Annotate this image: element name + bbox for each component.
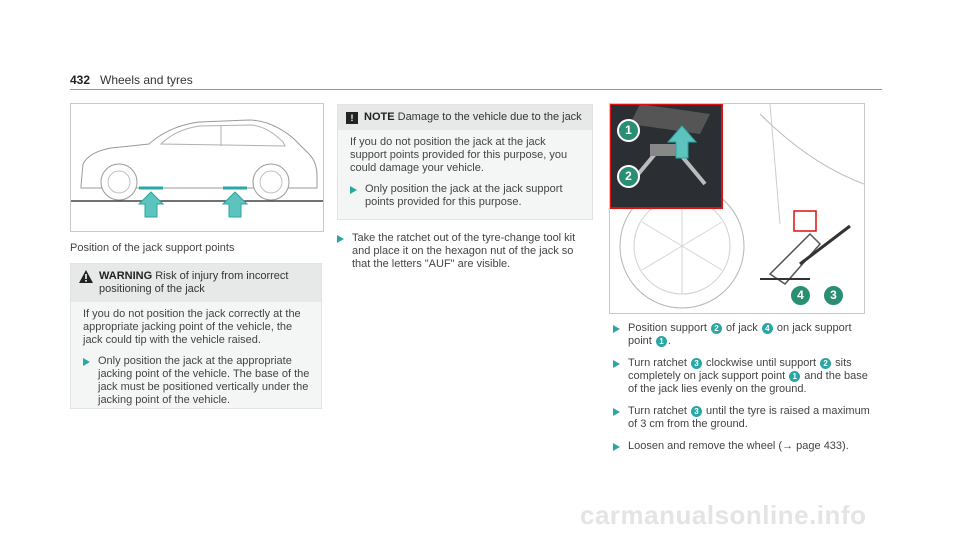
note-title: Damage to the vehicle due to the jack: [397, 111, 582, 123]
watermark: carmanualsonline.info: [580, 500, 867, 530]
callout-ref: 4: [761, 322, 773, 334]
callout-ref: 3: [690, 357, 702, 369]
step-raise-tyre: Turn ratchet 3 until the tyre is raised …: [613, 405, 873, 431]
step-text: of jack: [722, 322, 761, 334]
step-text: Loosen and remove the wheel (: [628, 440, 783, 452]
callout-2: 2: [617, 165, 640, 188]
page-number: 432: [70, 73, 91, 87]
step-text: sits completely on jack support point: [628, 357, 852, 382]
callout-4: 4: [789, 284, 812, 307]
warning-icon: [79, 270, 93, 283]
step-text: .: [667, 335, 671, 347]
warning-header: WARNING Risk of injury from incorrect po…: [71, 264, 321, 302]
callout-ref: 1: [789, 370, 801, 382]
note-step-text: Only position the jack at the jack suppo…: [365, 183, 563, 208]
note-box: ! NOTE Damage to the vehicle due to the …: [337, 104, 593, 220]
step-text: Position support: [628, 322, 710, 334]
jack-illustration: [610, 104, 864, 313]
step-arrow-icon: [613, 325, 620, 333]
callout-ref: 2: [820, 357, 832, 369]
callout-1: 1: [617, 119, 640, 142]
callout-3: 3: [822, 284, 845, 307]
header-rule: [70, 89, 882, 90]
step-text: until the tyre is raised a maximum of 3 …: [628, 405, 870, 430]
step-remove-wheel: Loosen and remove the wheel (→ page 433)…: [613, 440, 873, 453]
warning-title: Risk of injury from incorrect positionin…: [99, 270, 289, 295]
warning-body: If you do not position the jack correctl…: [83, 308, 301, 346]
step-arrow-icon: [613, 408, 620, 416]
step-arrow-icon: [613, 443, 620, 451]
car-jack-points-figure: [70, 103, 324, 232]
callout-ref: 2: [710, 322, 722, 334]
step-text: on jack support point: [628, 322, 852, 347]
step-arrow-icon: [350, 186, 357, 194]
car-illustration: [71, 119, 323, 218]
step-text: clockwise until support: [702, 357, 820, 369]
arrow-up-icon: [137, 191, 165, 218]
warning-step-text: Only position the jack at the appropriat…: [98, 355, 310, 406]
note-label: NOTE: [364, 111, 395, 123]
step-position-support: Position support 2 of jack 4 on jack sup…: [613, 322, 873, 348]
note-step: Only position the jack at the jack suppo…: [350, 183, 582, 209]
figure-caption: Position of the jack support points: [70, 242, 235, 254]
arrow-up-icon: [221, 191, 249, 218]
right-steps: Position support 2 of jack 4 on jack sup…: [613, 322, 873, 453]
warning-box: WARNING Risk of injury from incorrect po…: [70, 263, 322, 409]
step-arrow-icon: [83, 358, 90, 366]
step-text: Turn ratchet: [628, 357, 690, 369]
note-body: If you do not position the jack at the j…: [350, 136, 568, 174]
step-text: and the base of the jack lies evenly on …: [628, 370, 868, 395]
callout-ref: 3: [690, 405, 702, 417]
note-header: ! NOTE Damage to the vehicle due to the …: [338, 105, 592, 130]
arrow-up-icon: [666, 125, 698, 159]
exclamation-icon: !: [346, 112, 358, 124]
ratchet-step: Take the ratchet out of the tyre-change …: [337, 232, 593, 271]
ratchet-step-text: Take the ratchet out of the tyre-change …: [352, 232, 576, 270]
step-text: Turn ratchet: [628, 405, 690, 417]
step-turn-clockwise: Turn ratchet 3 clockwise until support 2…: [613, 357, 873, 396]
step-arrow-icon: [613, 360, 620, 368]
callout-ref: 1: [655, 335, 667, 347]
warning-label: WARNING: [99, 270, 153, 282]
step-arrow-icon: [337, 235, 344, 243]
warning-step: Only position the jack at the appropriat…: [83, 355, 311, 407]
jack-position-figure: 1 2 4 3: [609, 103, 865, 314]
page-title: Wheels and tyres: [100, 73, 193, 87]
page-reference-link[interactable]: → page 433).: [782, 440, 849, 452]
